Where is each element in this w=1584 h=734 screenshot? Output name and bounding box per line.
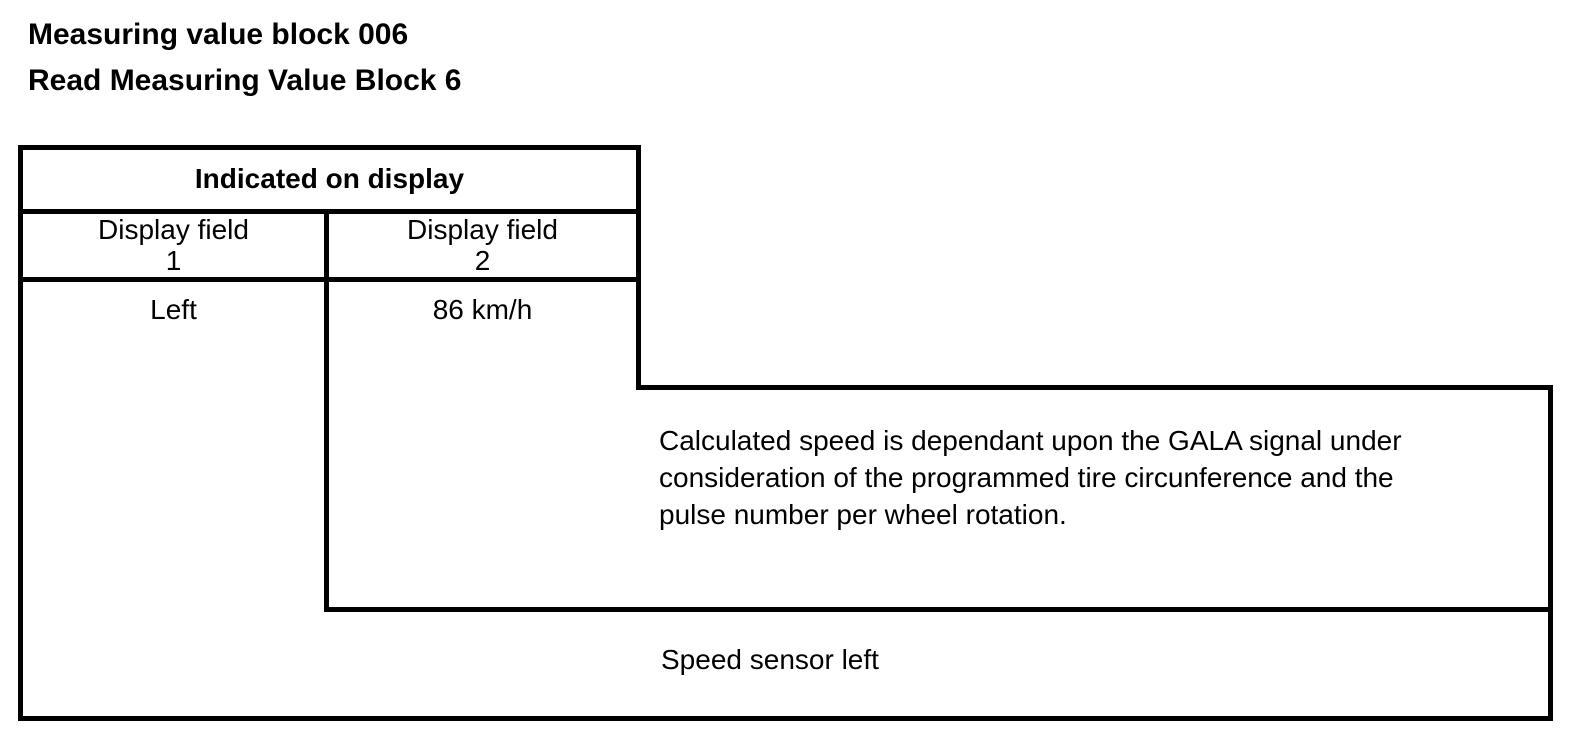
column1-header-number: 1 xyxy=(165,245,182,276)
column1-header-label: Display field xyxy=(98,214,249,245)
table-header-label: Indicated on display xyxy=(194,163,465,194)
diagram-left-border xyxy=(18,145,23,721)
column1-value: Left xyxy=(150,294,197,325)
table-row-separator xyxy=(18,277,641,282)
page-subtitle: Read Measuring Value Block 6 xyxy=(28,64,462,97)
field1-step-line xyxy=(324,607,1553,612)
field2-step-line xyxy=(636,385,1553,390)
page-title: Measuring value block 006 xyxy=(28,18,409,51)
table-top-border xyxy=(18,145,641,150)
column2-header: Display field 2 xyxy=(329,214,636,276)
diagram-bottom-border xyxy=(18,716,1553,721)
column2-header-number: 2 xyxy=(474,245,491,276)
table-column-divider xyxy=(324,209,329,612)
field2-annotation: Calculated speed is dependant upon the G… xyxy=(659,425,1402,530)
column1-header: Display field 1 xyxy=(23,214,324,276)
field1-annotation: Speed sensor left xyxy=(661,644,879,675)
table-header-separator xyxy=(18,209,641,214)
column2-header-label: Display field xyxy=(407,214,558,245)
table-right-border xyxy=(636,145,641,390)
diagram-right-border xyxy=(1548,385,1553,721)
column2-value: 86 km/h xyxy=(432,294,533,325)
